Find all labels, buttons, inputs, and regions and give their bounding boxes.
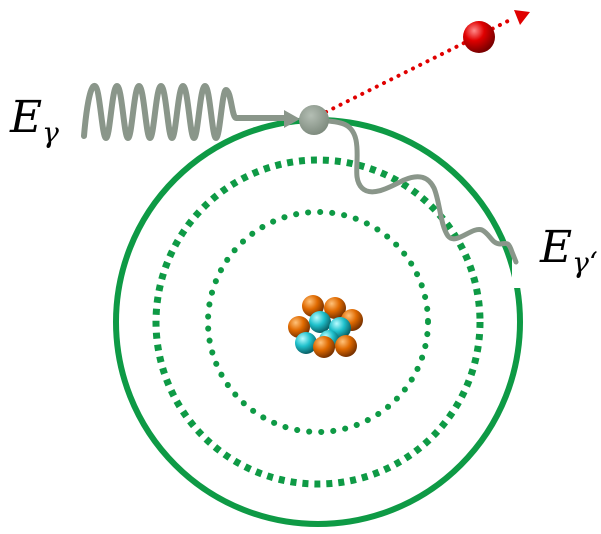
incident-photon-arrowhead bbox=[284, 110, 300, 128]
middle-orbit bbox=[152, 156, 484, 488]
proton bbox=[295, 332, 317, 354]
electron-trajectory-arrowhead bbox=[514, 10, 530, 25]
incident-photon-energy-label: Eγ bbox=[10, 92, 59, 149]
nucleus bbox=[288, 295, 363, 358]
incident-photon-wave bbox=[81, 82, 293, 141]
ejected-electron bbox=[463, 21, 495, 53]
scattered-photon-energy-label: Eγ‘ bbox=[540, 222, 598, 279]
orbit-gap bbox=[512, 258, 526, 288]
neutron bbox=[313, 336, 335, 358]
scattered-photon-wave bbox=[315, 117, 519, 265]
electron-trajectory bbox=[324, 16, 516, 114]
neutron bbox=[324, 297, 346, 319]
neutron bbox=[335, 335, 357, 357]
proton bbox=[309, 311, 331, 333]
bound-electron bbox=[299, 105, 329, 135]
inner-orbit bbox=[205, 209, 431, 435]
